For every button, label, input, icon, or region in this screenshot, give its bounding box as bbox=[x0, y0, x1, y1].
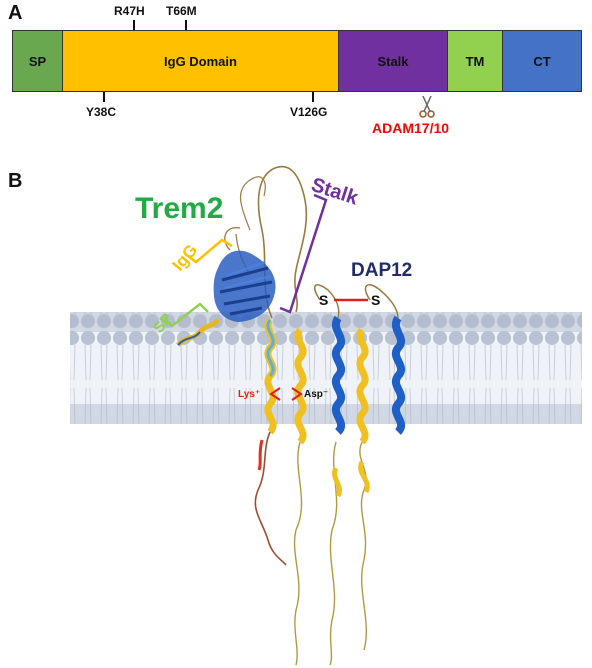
sulfur-label-1: S bbox=[319, 292, 328, 308]
igg-label: IgG bbox=[169, 241, 202, 275]
sp-bracket bbox=[163, 302, 209, 328]
domain-stalk: Stalk bbox=[339, 31, 448, 91]
domain-sp-label: SP bbox=[28, 53, 47, 69]
salt-bridge-arrows bbox=[269, 387, 303, 401]
panel-a-letter: A bbox=[8, 2, 23, 24]
domain-ct: CT bbox=[503, 31, 581, 91]
mutation-tick-r47h bbox=[133, 20, 135, 30]
dap12-label: DAP12 bbox=[351, 260, 412, 281]
trem2-label: Trem2 bbox=[135, 192, 223, 225]
trem2-tm-helix bbox=[264, 317, 277, 435]
membrane bbox=[70, 312, 582, 424]
scissors-icon bbox=[419, 95, 435, 118]
mutation-tick-v126g bbox=[312, 92, 314, 102]
dap12-helix-2 bbox=[392, 315, 406, 435]
dap12-structure bbox=[293, 284, 406, 666]
cleavage-label: ADAM17/10 bbox=[372, 120, 450, 136]
domain-stalk-label: Stalk bbox=[377, 53, 409, 69]
igg-bracket bbox=[187, 238, 233, 264]
dap12-helix-1b bbox=[294, 327, 307, 445]
mutation-tick-t66m bbox=[185, 20, 187, 30]
domain-igg: IgG Domain bbox=[63, 31, 339, 91]
mutation-tick-y38c bbox=[103, 92, 105, 102]
domain-bar: SP IgG Domain Stalk TM CT bbox=[12, 30, 582, 92]
stalk-label: Stalk bbox=[308, 174, 361, 210]
igg-domain-structure bbox=[213, 250, 276, 322]
dap12-helix-1 bbox=[332, 315, 346, 435]
mutation-label-r47h: R47H bbox=[114, 4, 145, 18]
trem2-structure bbox=[176, 165, 308, 566]
mutation-label-t66m: T66M bbox=[166, 4, 197, 18]
mutation-label-y38c: Y38C bbox=[86, 105, 117, 119]
domain-sp: SP bbox=[13, 31, 63, 91]
dap12-helix-2b bbox=[356, 327, 369, 445]
domain-tm-label: TM bbox=[465, 53, 485, 69]
domain-tm: TM bbox=[448, 31, 503, 91]
stalk-bracket bbox=[279, 193, 328, 314]
domain-ct-label: CT bbox=[533, 53, 551, 69]
sulfur-label-2: S bbox=[371, 292, 380, 308]
trem2-tail bbox=[254, 431, 287, 566]
asp-label: Asp⁻ bbox=[304, 389, 328, 400]
panel-b-letter: B bbox=[8, 170, 23, 192]
lys-label: Lys⁺ bbox=[238, 389, 260, 400]
mutation-label-v126g: V126G bbox=[290, 105, 328, 119]
domain-igg-label: IgG Domain bbox=[164, 53, 237, 69]
